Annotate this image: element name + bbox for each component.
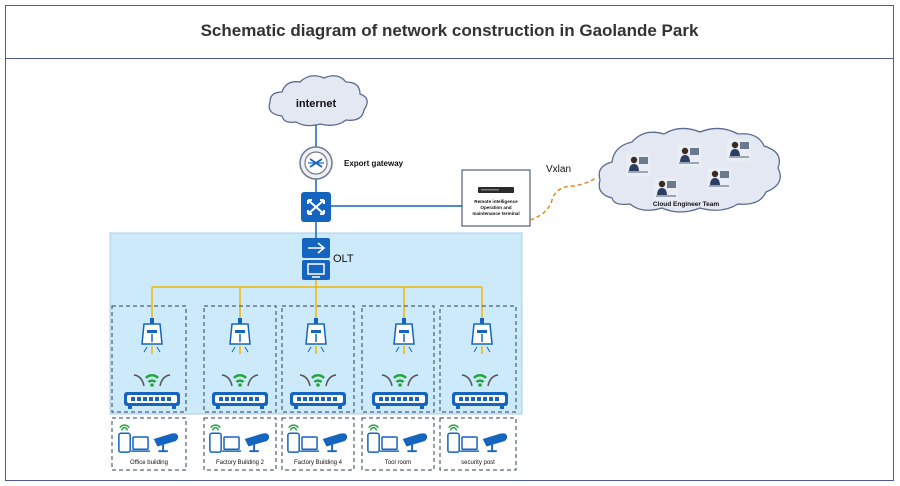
building-label: Factory Building 2 — [216, 460, 265, 466]
endpoint-box-4 — [361, 417, 435, 471]
building-box-4 — [361, 305, 435, 413]
endpoint-box-5 — [439, 417, 517, 471]
endpoint-box-1 — [111, 417, 187, 471]
terminal-label-3: maintenance terminal — [472, 211, 519, 216]
endpoint-box-3 — [281, 417, 355, 471]
vxlan-label: Vxlan — [546, 164, 571, 175]
diagram-title: Schematic diagram of network constructio… — [200, 21, 699, 40]
terminal-label-2: Operation and — [480, 205, 511, 210]
building-box-3 — [281, 305, 355, 413]
gateway-label: Export gateway — [344, 159, 404, 168]
core-switch-icon — [301, 192, 331, 222]
endpoint-devices-icon — [446, 424, 509, 454]
building-box-5 — [439, 305, 517, 413]
building-label: Factory Building 4 — [294, 460, 343, 466]
internet-label: internet — [296, 98, 337, 110]
vxlan-link — [529, 177, 597, 221]
building-label: security post — [461, 460, 495, 466]
building-box-2 — [203, 305, 277, 413]
diagram-frame — [5, 5, 894, 481]
engineer-person-icon — [727, 139, 751, 161]
endpoint-box-2 — [203, 417, 277, 471]
olt-label: OLT — [333, 253, 354, 265]
fiber-distribution — [151, 280, 483, 318]
olt-device-icon — [302, 238, 330, 280]
remote-terminal-box — [461, 169, 531, 227]
internet-cloud — [268, 75, 368, 127]
engineer-person-icon — [707, 168, 731, 190]
engineer-person-icon — [654, 178, 678, 200]
title-bar: Schematic diagram of network constructio… — [5, 5, 894, 59]
engineer-person-icon — [677, 145, 701, 167]
endpoint-devices-icon — [366, 424, 429, 454]
building-label: Tool room — [385, 460, 411, 466]
building-label: Office building — [130, 460, 168, 466]
terminal-label-1: Remote intelligence — [474, 199, 518, 204]
endpoint-devices-icon — [286, 424, 349, 454]
endpoint-devices-icon — [117, 424, 180, 454]
engineer-person-icon — [626, 154, 650, 176]
building-box-1 — [111, 305, 187, 413]
export-gateway-icon — [299, 146, 333, 180]
endpoint-devices-icon — [208, 424, 271, 454]
cloud-team-label: Cloud Engineer Team — [653, 201, 720, 208]
terminal-server-icon — [478, 187, 514, 193]
